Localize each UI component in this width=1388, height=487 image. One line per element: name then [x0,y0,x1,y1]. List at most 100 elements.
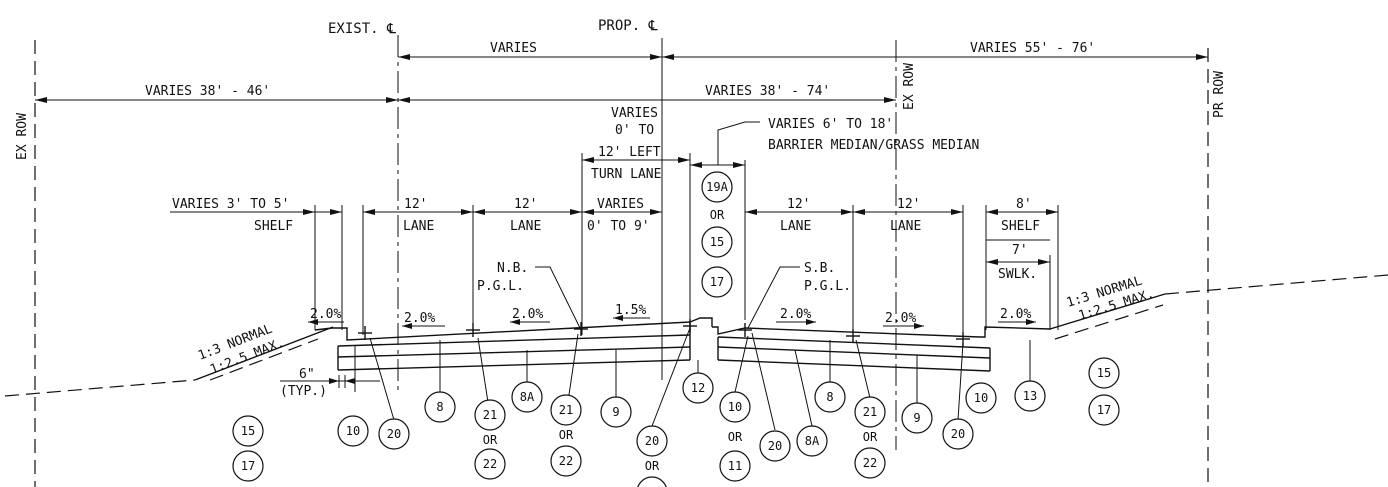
pavement-right [712,326,1051,372]
callout-8A-a: 8A [511,381,543,413]
callout-or-median: OR [710,208,725,222]
callout-or-b: OR [559,428,574,442]
callout-22-a: 22 [474,448,506,480]
slope-2pct-lane4: 2.0% [885,311,916,326]
slope-arrows [308,315,1036,329]
slope-1-5pct-turn: 1.5% [615,303,646,318]
callout-leaders [354,327,1031,431]
callout-17-left: 17 [232,450,264,482]
svg-text:20: 20 [951,427,965,441]
svg-text:9: 9 [612,405,619,419]
dim-median-1: VARIES 6' TO 18' [768,117,893,132]
slope-2pct-lane1: 2.0% [404,311,435,326]
svg-text:15: 15 [1097,366,1111,380]
svg-text:21: 21 [863,405,877,419]
svg-text:13: 13 [1023,389,1037,403]
dim-lane1-label: LANE [403,219,434,234]
callout-21-b: 21 [550,394,582,426]
dim-varies-top: VARIES [490,41,537,56]
dim-lane4-label: LANE [890,219,921,234]
ex-row-middle-label: EX ROW [902,63,917,110]
pavement-left [314,317,713,371]
callout-or-d: OR [728,430,743,444]
curb-ticks [358,319,970,346]
callout-17-median: 17 [701,266,733,298]
svg-text:10: 10 [728,400,742,414]
svg-text:21: 21 [483,408,497,422]
callout-21-a: 21 [474,399,506,431]
ex-row-left-label: EX ROW [15,113,30,160]
svg-text:17: 17 [710,275,724,289]
dim-varies-0-9-2: 0' TO 9' [587,219,650,234]
dim-shelf-right-label: SHELF [1001,219,1040,234]
dim-varies-38-46: VARIES 38' - 46' [145,84,270,99]
callout-13: 13 [1014,380,1046,412]
svg-text:11: 11 [728,459,742,473]
dim-varies-55-76: VARIES 55' - 76' [970,41,1095,56]
proposed-centerline-label: PROP. ℄ [598,18,658,34]
callout-8A-b: 8A [796,425,828,457]
dim-lane1-width: 12' [404,197,427,212]
callout-9-a: 9 [600,396,632,428]
svg-text:19A: 19A [706,180,728,194]
callout-20-a: 20 [378,418,410,450]
dim-varies-38-74: VARIES 38' - 74' [705,84,830,99]
callout-9-b: 9 [901,402,933,434]
dim-sidewalk-width: 7' [1012,243,1028,258]
svg-text:12: 12 [691,381,705,395]
dim-turn-lane-1: VARIES [611,106,658,121]
svg-text:20: 20 [768,439,782,453]
dim-lane2-label: LANE [510,219,541,234]
svg-text:10: 10 [346,424,360,438]
dim-shelf-left-1: VARIES 3' TO 5' [172,197,289,212]
callout-21-c: 21 [854,396,886,428]
ground-lines [4,274,1388,397]
dim-shelf-right-width: 8' [1016,197,1032,212]
sb-pgl-2: P.G.L. [804,279,851,294]
existing-centerline-label: EXIST. ℄ [328,21,396,37]
dim-lane3-label: LANE [780,219,811,234]
callout-22-b: 22 [550,445,582,477]
callout-or-e: OR [863,430,878,444]
svg-text:20: 20 [387,427,401,441]
svg-text:20: 20 [645,434,659,448]
dim-turn-lane-4: TURN LANE [591,167,661,182]
callout-20-b: 20 [636,425,668,457]
dim-turn-lane-2: 0' TO [615,123,654,138]
callout-20-d: 20 [942,418,974,450]
callout-20-c: 20 [759,430,791,462]
callout-or-c: OR [645,459,660,473]
svg-text:22: 22 [483,457,497,471]
callout-15-median: 15 [701,226,733,258]
svg-text:15: 15 [241,424,255,438]
callout-or-a: OR [483,433,498,447]
pr-row-right-label: PR ROW [1212,71,1227,118]
callout-15-left: 15 [232,415,264,447]
dim-turn-lane-3: 12' LEFT [598,145,661,160]
callout-8-b: 8 [814,381,846,413]
svg-text:9: 9 [913,411,920,425]
slope-2pct-lane3: 2.0% [780,307,811,322]
callout-11: 11 [719,450,751,482]
slope-2pct-shelf-right: 2.0% [1000,307,1031,322]
callout-10-b: 10 [719,391,751,423]
nb-pgl-2: P.G.L. [477,279,524,294]
callout-10-a: 10 [337,415,369,447]
callout-15-right: 15 [1088,357,1120,389]
callout-12: 12 [682,372,714,404]
dim-lane3-width: 12' [787,197,810,212]
svg-text:22: 22 [863,456,877,470]
curb-thickness-2: (TYP.) [280,384,327,399]
dim-sidewalk-label: SWLK. [998,267,1037,282]
svg-text:10: 10 [974,391,988,405]
sb-pgl-leader [747,266,800,329]
sb-pgl-1: S.B. [804,261,835,276]
svg-text:8A: 8A [520,390,535,404]
callouts: 15 17 10 20 8 21 OR 22 8A 21 OR 22 9 20 … [232,171,1120,487]
svg-text:17: 17 [1097,403,1111,417]
curb-thickness-1: 6" [299,367,315,382]
dim-lane4-width: 12' [897,197,920,212]
svg-text:21: 21 [559,403,573,417]
